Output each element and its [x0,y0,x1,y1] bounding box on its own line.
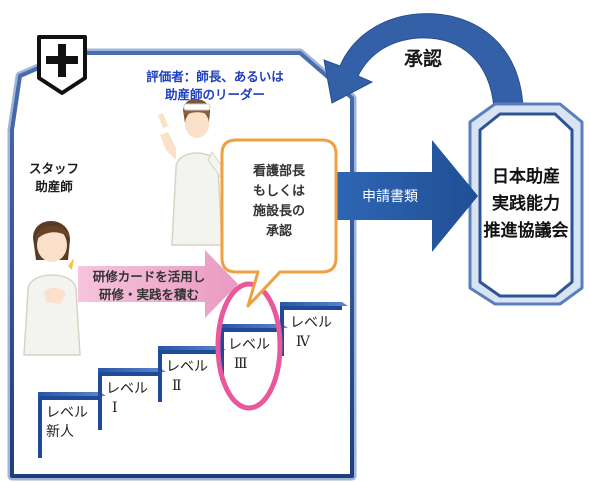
step-label-level-1: レベル Ⅰ [106,380,148,418]
association-line-2: 実践能力 [492,194,560,214]
bubble-line-3: 施設長の [252,204,305,219]
association-line-3: 推進協議会 [483,221,569,241]
step-4-sub: Ⅲ [234,356,248,372]
step-2-label: レベル [106,381,148,397]
step-2-sub: Ⅰ [112,400,118,416]
step-label-level-2: レベル Ⅱ [166,358,208,396]
step-label-level-3: レベル Ⅲ [228,336,270,374]
association-label: 日本助産 実践能力 推進協議会 [482,164,570,245]
training-arrow-label: 研修カードを活用し 研修・実践を積む [84,268,214,304]
staff-nurse-illustration [23,220,81,356]
approval-speech-bubble [220,138,338,308]
staff-line-2: 助産師 [35,179,73,194]
step-label-level-4: レベル Ⅳ [290,314,332,352]
step-5-sub: Ⅳ [296,334,310,350]
step-4-label: レベル [228,337,270,353]
staff-label: スタッフ 助産師 [22,160,86,196]
evaluator-label: 評価者：師長、あるいは 助産師のリーダー [140,68,290,104]
application-arrow [330,140,478,252]
approval-arrow-label: 承認 [404,48,443,70]
level-staircase [38,302,348,458]
step-label-newcomer: レベル 新人 [46,404,88,442]
level-highlight-oval [215,281,283,411]
hospital-cross-icon [37,35,87,95]
training-arrow [78,250,238,318]
bubble-line-1: 看護部長 [252,164,305,179]
step-1-sub: 新人 [46,424,74,440]
evaluator-nurse-illustration [158,98,231,246]
step-5-label: レベル [290,315,332,331]
training-line-1: 研修カードを活用し [92,269,206,284]
approval-curved-arrow [323,13,524,109]
evaluator-line-1: 評価者：師長、あるいは [146,69,284,84]
staff-line-1: スタッフ [28,161,79,176]
step-3-label: レベル [166,359,208,375]
bubble-line-2: もしくは [252,184,305,199]
evaluator-line-2: 助産師のリーダー [164,87,265,102]
bubble-line-4: 承認 [265,224,292,239]
association-box [468,102,584,306]
speech-bubble-text: 看護部長 もしくは 施設長の 承認 [224,162,334,242]
application-arrow-label: 申請書類 [362,189,418,205]
step-1-label: レベル [46,405,88,421]
training-line-2: 研修・実践を積む [98,287,199,302]
step-3-sub: Ⅱ [172,378,182,394]
association-line-1: 日本助産 [492,167,560,187]
